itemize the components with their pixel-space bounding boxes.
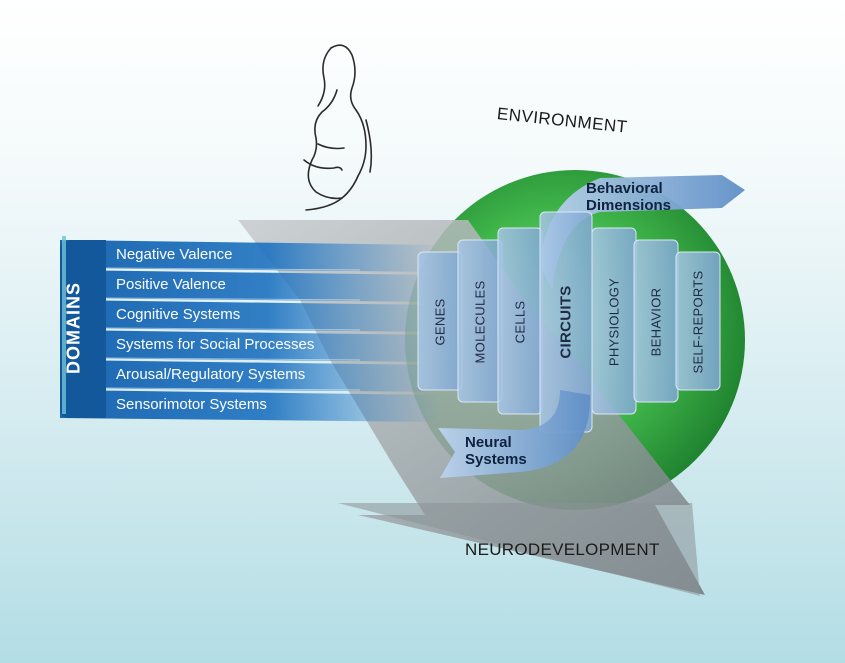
panel-self-reports	[675, 251, 721, 391]
neural-systems-label: Neural Systems	[465, 434, 527, 468]
neural-systems-arrow	[438, 390, 591, 478]
pregnant-figure-icon	[303, 44, 373, 211]
domain-social-processes: Systems for Social Processes	[116, 336, 315, 353]
neural-line-1: Neural	[465, 434, 512, 451]
domains-edge	[62, 236, 66, 414]
neural-line-2: Systems	[465, 451, 527, 468]
domain-negative-valence: Negative Valence	[116, 246, 233, 263]
arrow-shadow	[338, 503, 700, 596]
behavioral-line-1: Behavioral	[586, 180, 663, 197]
domain-band-6	[60, 390, 440, 422]
domain-band-5	[60, 360, 440, 392]
domain-band-1	[60, 240, 440, 272]
behavioral-dimensions-arrow	[540, 175, 745, 290]
domain-sensorimotor: Sensorimotor Systems	[116, 396, 267, 413]
behavioral-line-2: Dimensions	[586, 197, 672, 214]
behavioral-dimensions-label: Behavioral Dimensions	[586, 180, 671, 214]
domains-title-text: DOMAINS	[63, 282, 84, 374]
domain-band-2	[60, 270, 440, 302]
domain-arousal-regulatory: Arousal/Regulatory Systems	[116, 366, 306, 383]
domain-band-4	[60, 330, 440, 362]
domain-positive-valence: Positive Valence	[116, 276, 226, 293]
domain-band-3	[60, 300, 440, 332]
domain-cognitive-systems: Cognitive Systems	[116, 306, 241, 323]
neurodevelopment-label: NEURODEVELOPMENT	[465, 540, 660, 559]
domains-block	[60, 240, 106, 418]
